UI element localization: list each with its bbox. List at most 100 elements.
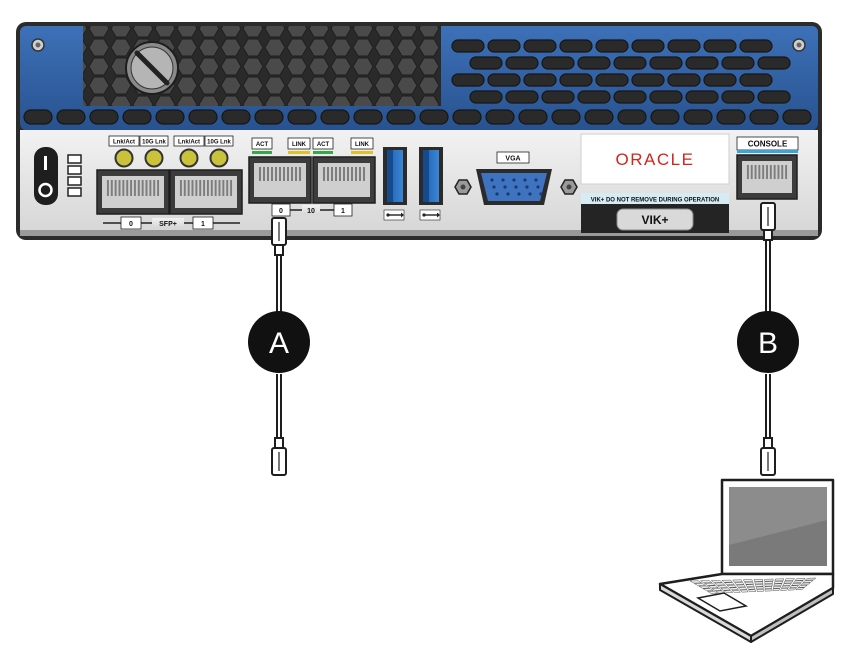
vik-warning-text: VIK+ DO NOT REMOVE DURING OPERATION [591, 198, 719, 204]
vent-slot [613, 90, 647, 104]
connector-pin [363, 167, 365, 181]
connector-pin [347, 167, 349, 181]
usb-port-right[interactable] [419, 147, 443, 205]
sfp-led-label-text: 10G Lnk [142, 140, 166, 146]
connector-pin [106, 180, 109, 196]
slot-vent-grille [451, 39, 791, 104]
keyboard-key [736, 584, 746, 588]
sfp-port-1[interactable] [169, 169, 243, 215]
sfp-group-label: SFP+ [159, 221, 177, 228]
connector-pin [331, 167, 333, 181]
connector-pin [259, 167, 261, 181]
net-link-label: LINK [355, 142, 370, 148]
net-port-number: 0 [279, 208, 283, 215]
keyboard-key [703, 582, 716, 586]
connector-pin [145, 180, 148, 196]
vent-slot [541, 90, 575, 104]
trackpad-icon [695, 592, 749, 612]
sfp-led-label: 10G Lnk [139, 135, 169, 147]
vent-slot [487, 39, 521, 53]
vent-slot [683, 109, 713, 125]
connector-pin [295, 167, 297, 181]
power-switch[interactable] [34, 147, 58, 205]
keyboard-key [804, 577, 817, 581]
keyboard-key [697, 585, 711, 589]
vga-pin [517, 192, 521, 196]
sfp-led-label-text: 10G Lnk [207, 140, 231, 146]
keyboard-key [800, 582, 811, 586]
connector-pin [754, 165, 757, 179]
vent-slot [782, 109, 812, 125]
keyboard-key [716, 585, 728, 588]
fan-knob-icon [125, 41, 179, 95]
vga-pin [523, 178, 527, 182]
vga-pin [539, 192, 543, 196]
keyboard-key [764, 581, 774, 584]
keyboard-key [699, 580, 713, 584]
keyboard-key [794, 578, 806, 581]
keyboard-key [689, 580, 703, 584]
vent-slot [452, 109, 482, 125]
vent-slot [122, 109, 152, 125]
connector-pin [203, 180, 206, 196]
vent-slot [221, 109, 251, 125]
keyboard-key [772, 588, 781, 592]
connector-pin [133, 180, 136, 196]
connector-pin [218, 180, 221, 196]
vent-slot [56, 109, 86, 125]
keyboard-key [781, 585, 791, 589]
net-port-0[interactable] [248, 156, 312, 204]
connector-pin [118, 180, 121, 196]
net-link-label: LINK [292, 142, 307, 148]
vent-slot [739, 39, 773, 53]
status-led-column [67, 154, 82, 197]
connector-pin [130, 180, 133, 196]
keyboard-key [744, 581, 754, 585]
keyboard-key [772, 585, 782, 589]
vent-slot [721, 56, 755, 70]
connector-pin [283, 167, 285, 181]
vent-slot [320, 109, 350, 125]
console-port[interactable] [736, 154, 798, 200]
connector-pin [206, 180, 209, 196]
vent-slot [451, 39, 485, 53]
net-port-1[interactable] [312, 156, 376, 204]
sfp-port-number: 1 [201, 221, 205, 228]
usb-port-left[interactable] [383, 147, 407, 205]
vent-slot [451, 73, 485, 87]
keyboard-key [710, 580, 723, 583]
connector-pin [327, 167, 329, 181]
connector-pin [153, 180, 156, 196]
vga-pin [506, 192, 510, 196]
vent-slot [505, 90, 539, 104]
connector-pin [339, 167, 341, 181]
callout-a-letter: A [269, 327, 289, 360]
sfp-led [114, 148, 134, 168]
vga-label: VGA [505, 156, 520, 163]
vga-pin [512, 178, 516, 182]
sfp-port-group: Lnk/Act 10G Lnk Lnk/Act 10G Lnk [96, 135, 243, 230]
oracle-badge: ORACLE [580, 133, 730, 185]
keyboard-key [755, 586, 764, 590]
connector-pin [781, 165, 784, 179]
vik-button[interactable] [616, 208, 694, 231]
keyboard-icon [689, 577, 817, 594]
sfp-port-0[interactable] [96, 169, 170, 215]
vent-slot [667, 39, 701, 53]
usb-icon [383, 209, 405, 221]
keyboard-key [742, 579, 753, 583]
keyboard-key [729, 587, 739, 591]
connector-pin [126, 180, 129, 196]
keyboard-key [726, 584, 737, 588]
vga-port[interactable] [476, 169, 552, 205]
vga-pin [490, 178, 494, 182]
connector-pin [777, 165, 780, 179]
keyboard-key [764, 583, 773, 587]
keyboard-key [707, 585, 720, 589]
vent-slot [595, 73, 629, 87]
chassis-bottom-edge [20, 230, 818, 236]
connector-pin [110, 180, 113, 196]
vga-pin [503, 185, 507, 189]
ethernet-cable-a [271, 217, 287, 476]
